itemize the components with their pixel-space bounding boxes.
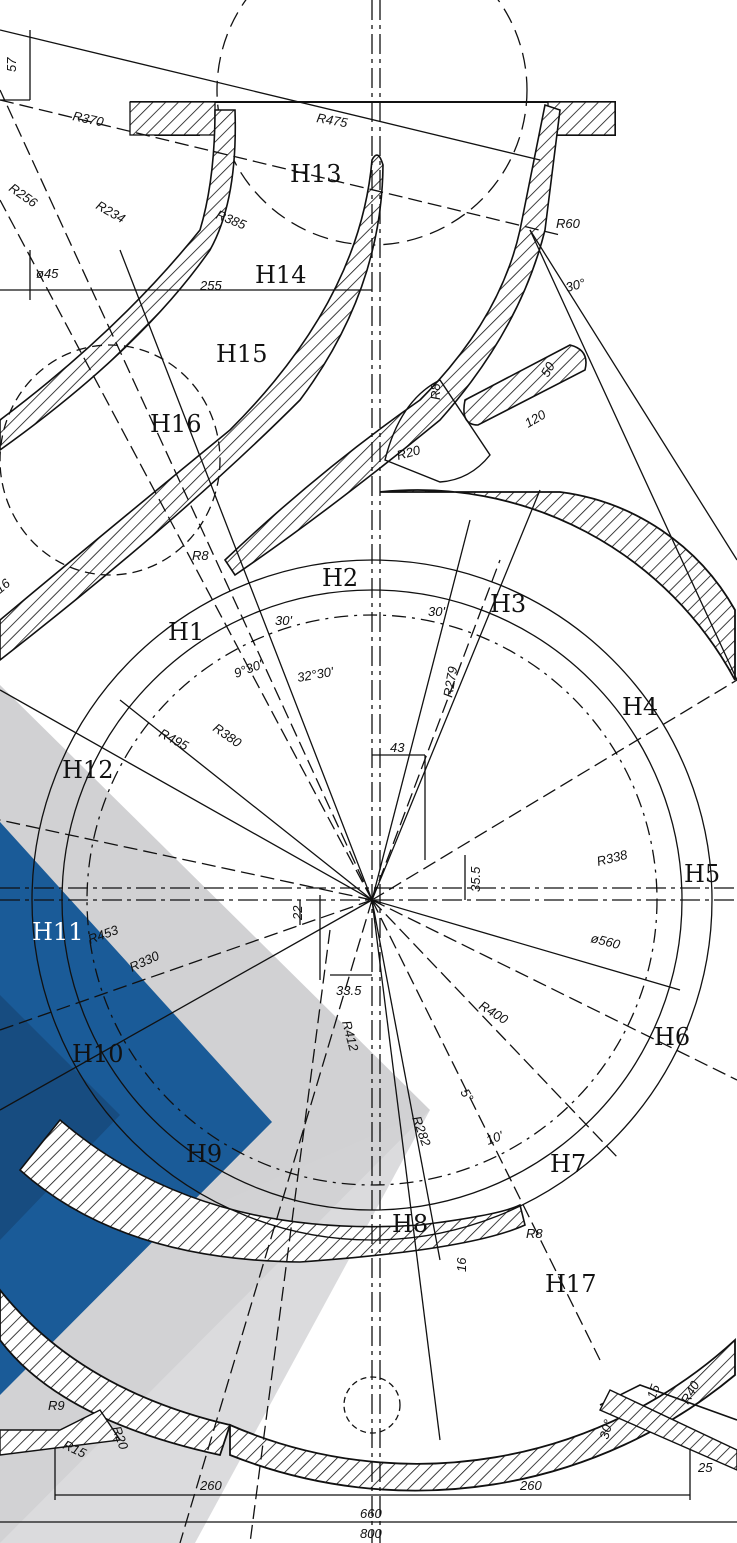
dim-10: 10' bbox=[484, 1128, 506, 1148]
label-h8: H8 bbox=[392, 1210, 428, 1238]
dim-r370: R370 bbox=[71, 108, 105, 129]
dim-r234: R234 bbox=[94, 198, 128, 227]
dim-r279: R279 bbox=[440, 665, 460, 698]
decorative-overlay bbox=[0, 685, 430, 1543]
dim-25: 25 bbox=[697, 1460, 713, 1475]
dim-r400: R400 bbox=[476, 998, 511, 1028]
label-h6: H6 bbox=[654, 1023, 690, 1051]
dim-r380: R380 bbox=[210, 720, 245, 751]
dim-33-5: 33.5 bbox=[336, 983, 362, 998]
label-h3: H3 bbox=[490, 590, 526, 618]
dim-30-br: 30° bbox=[596, 1418, 616, 1441]
dim-9-30: 9°30' bbox=[232, 657, 265, 681]
label-h14: H14 bbox=[255, 261, 306, 289]
dim-16-left: 16 bbox=[0, 575, 14, 596]
label-h12: H12 bbox=[62, 756, 113, 784]
dim-r20-a: R20 bbox=[395, 442, 423, 463]
dim-r495: R495 bbox=[157, 725, 192, 753]
dimension-labels: 57 R370 R475 R256 R234 R385 R60 ø45 255 … bbox=[0, 57, 713, 1541]
dim-660: 660 bbox=[360, 1506, 382, 1521]
dim-22: 22 bbox=[290, 905, 305, 921]
label-h16: H16 bbox=[150, 410, 201, 438]
label-h9: H9 bbox=[186, 1140, 222, 1168]
dim-5: 5° bbox=[457, 1086, 476, 1104]
dim-r256: R256 bbox=[6, 180, 41, 211]
dim-120: 120 bbox=[522, 406, 549, 430]
section-labels: H13 H14 H15 H16 H2 H3 H1 H4 H12 H5 H11 H… bbox=[32, 160, 720, 1298]
dim-r8-b: R8 bbox=[192, 548, 209, 563]
label-h13: H13 bbox=[290, 160, 341, 188]
label-h5: H5 bbox=[684, 860, 720, 888]
label-h7: H7 bbox=[550, 1150, 586, 1178]
label-h15: H15 bbox=[216, 340, 267, 368]
dim-43: 43 bbox=[390, 740, 405, 755]
dim-255: 255 bbox=[199, 278, 222, 293]
label-h11: H11 bbox=[32, 918, 83, 946]
dim-16-b: 16 bbox=[454, 1257, 469, 1272]
dim-57: 57 bbox=[4, 57, 19, 72]
dim-d560: ø560 bbox=[589, 930, 622, 952]
dim-r8-a: R8 bbox=[428, 383, 443, 400]
dim-30-b: 30' bbox=[428, 604, 445, 619]
label-h2: H2 bbox=[322, 564, 358, 592]
dim-r9: R9 bbox=[48, 1398, 65, 1413]
dim-r8-c: R8 bbox=[526, 1226, 543, 1241]
dim-r60: R60 bbox=[556, 216, 581, 231]
dim-r338: R338 bbox=[595, 847, 630, 869]
label-h4: H4 bbox=[622, 693, 658, 721]
dim-30-a: 30' bbox=[275, 613, 292, 628]
dim-260-left: 260 bbox=[199, 1478, 222, 1493]
dim-800: 800 bbox=[360, 1526, 382, 1541]
dim-30-top: 30° bbox=[564, 275, 587, 295]
dim-15-b: 15 bbox=[644, 1382, 663, 1401]
label-h1: H1 bbox=[168, 618, 204, 646]
dim-32-30: 32°30' bbox=[296, 664, 335, 685]
dim-35-5: 35.5 bbox=[468, 866, 483, 892]
dim-260-right: 260 bbox=[519, 1478, 542, 1493]
label-h10: H10 bbox=[72, 1040, 123, 1068]
dim-r475: R475 bbox=[315, 110, 349, 130]
label-h17: H17 bbox=[545, 1270, 596, 1298]
dim-d45: ø45 bbox=[36, 266, 59, 281]
